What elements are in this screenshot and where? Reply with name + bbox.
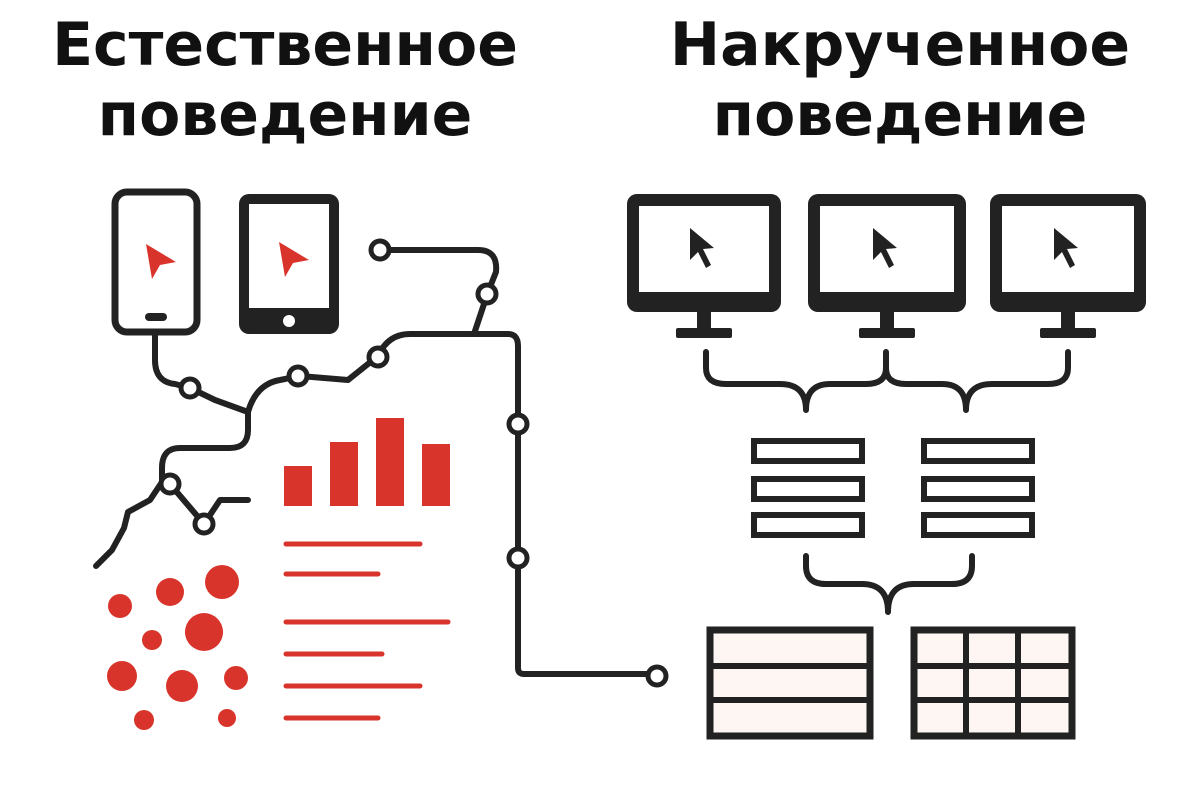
dot-cluster-icon bbox=[107, 565, 248, 730]
heading-boosted-behavior: Накрученное поведение bbox=[669, 10, 1131, 150]
list-stack-icon bbox=[751, 438, 865, 538]
brace-connector bbox=[803, 553, 975, 615]
path-nodes bbox=[158, 238, 669, 688]
cursor-icon bbox=[690, 228, 714, 268]
cursor-icon bbox=[873, 228, 897, 268]
user-path bbox=[93, 247, 660, 677]
table-icon bbox=[706, 626, 874, 740]
bar-chart-icon bbox=[284, 418, 450, 506]
tablet-icon bbox=[239, 194, 339, 334]
monitor-icon bbox=[990, 194, 1146, 338]
phone-icon bbox=[111, 188, 201, 336]
cursor-icon bbox=[146, 244, 176, 279]
monitor-icon bbox=[627, 194, 781, 338]
heading-natural-behavior: Естественное поведение bbox=[52, 10, 518, 150]
list-stack-icon bbox=[921, 438, 1035, 538]
monitor-icon bbox=[808, 194, 966, 338]
table-icon bbox=[910, 626, 1076, 740]
cursor-icon bbox=[279, 242, 309, 277]
cursor-icon bbox=[1054, 228, 1078, 268]
text-lines-icon bbox=[283, 541, 451, 721]
brace-connector bbox=[703, 349, 1071, 413]
